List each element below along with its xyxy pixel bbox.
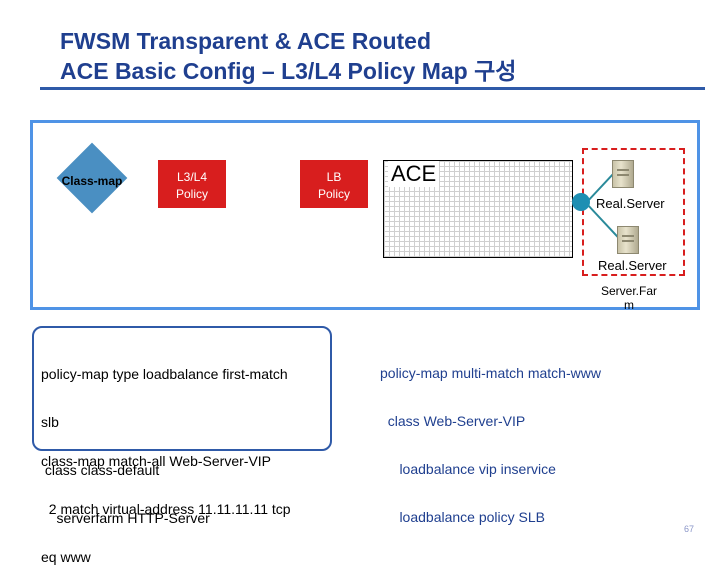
lb-policy-clip bbox=[300, 209, 368, 214]
server-farm-line-2: m bbox=[624, 298, 634, 312]
l34-policy-line-1: L3/L4 bbox=[176, 170, 208, 184]
code-line: 2 match virtual-address 11.11.11.11 tcp bbox=[41, 501, 291, 517]
lb-policy-line-1: LB bbox=[326, 170, 342, 184]
code-line: serverfarm HTTP-Server bbox=[41, 510, 210, 526]
left-code-box bbox=[32, 326, 332, 451]
title-line-2: ACE Basic Config – L3/L4 Policy Map 구성 bbox=[60, 58, 517, 84]
top-bar bbox=[0, 0, 720, 22]
page-number: 67 bbox=[684, 524, 695, 534]
class-map-label: Class-map bbox=[61, 174, 123, 188]
real-server-label-1: Real.Server bbox=[596, 196, 665, 211]
server-farm-boundary bbox=[582, 148, 685, 276]
left-code-block-2: class-map match-all Web-Server-VIP 2 mat… bbox=[41, 421, 291, 581]
code-line: policy-map type loadbalance first-match bbox=[41, 366, 288, 382]
left-code-block: policy-map type loadbalance first-match … bbox=[41, 334, 288, 542]
code-line: class Web-Server-VIP bbox=[380, 413, 526, 429]
code-line: class-map match-all Web-Server-VIP bbox=[41, 453, 272, 469]
server-icon bbox=[612, 160, 634, 188]
code-line: loadbalance policy SLB bbox=[380, 509, 545, 525]
ace-connection-dot bbox=[572, 193, 590, 211]
title-line-1: FWSM Transparent & ACE Routed bbox=[60, 28, 431, 54]
lb-policy-line-3: map bbox=[300, 203, 368, 208]
slide-title: FWSM Transparent & ACE Routed ACE Basic … bbox=[60, 26, 700, 86]
lb-policy-box: LB Policy map bbox=[300, 160, 368, 208]
code-line: policy-map multi-match match-www bbox=[380, 365, 601, 381]
code-line: slb bbox=[41, 414, 59, 430]
l34-policy-box: L3/L4 Policy bbox=[158, 160, 226, 208]
code-line: loadbalance vip inservice bbox=[380, 461, 556, 477]
lb-policy-line-2: Policy bbox=[317, 187, 350, 201]
l34-policy-line-2: Policy bbox=[175, 187, 208, 201]
title-rule bbox=[40, 87, 705, 90]
code-line: eq www bbox=[41, 549, 91, 565]
server-farm-line-1: Server.Far bbox=[600, 284, 657, 298]
code-line: class class-default bbox=[41, 462, 160, 478]
ace-label: ACE bbox=[388, 161, 440, 187]
server-icon bbox=[617, 226, 639, 254]
real-server-label-2: Real.Server bbox=[598, 258, 667, 273]
right-code-block: policy-map multi-match match-www class W… bbox=[380, 333, 601, 541]
diagram-frame bbox=[30, 120, 700, 310]
server-farm-label: Server.Far m bbox=[590, 284, 668, 312]
